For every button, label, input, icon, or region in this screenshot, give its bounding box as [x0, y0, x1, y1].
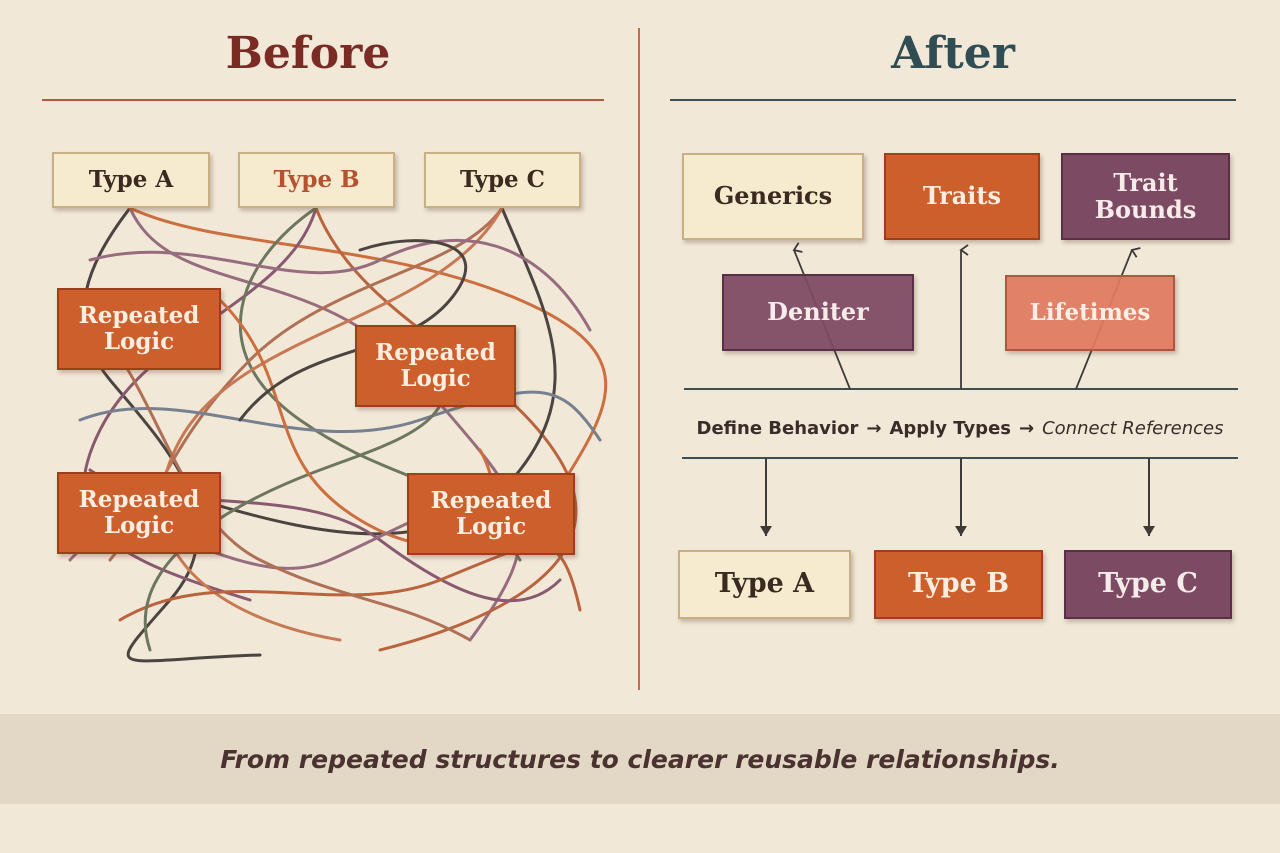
- repeated-logic-line1: Repeated: [430, 487, 552, 515]
- repeated-logic-box: Repeated Logic: [57, 288, 221, 370]
- before-type-b: Type B: [238, 152, 395, 208]
- after-type-c: Type C: [1064, 550, 1232, 619]
- generics-box: Generics: [682, 153, 864, 240]
- flow-step-apply-types: Apply Types: [889, 417, 1011, 439]
- tangle-line: [78, 390, 602, 442]
- before-type-c: Type C: [424, 152, 581, 208]
- repeated-logic-line2: Logic: [400, 365, 471, 392]
- after-type-b: Type B: [874, 550, 1043, 619]
- trait-bounds-box: Trait Bounds: [1061, 153, 1230, 240]
- repeated-logic-line2: Logic: [103, 328, 175, 355]
- repeated-logic-line2: Logic: [103, 512, 175, 539]
- flow-step-define-behavior: Define Behavior: [696, 417, 859, 439]
- traits-box: Traits: [884, 153, 1040, 240]
- tangle-line: [82, 206, 318, 602]
- repeated-logic-line2: Logic: [455, 513, 527, 540]
- before-type-a: Type A: [52, 152, 210, 208]
- flow-step-connect-references: Connect References: [1042, 417, 1224, 439]
- after-type-a: Type A: [678, 550, 851, 619]
- flow-arrow: →: [866, 417, 882, 439]
- trait-bounds-line1: Trait: [1113, 167, 1178, 197]
- tangle-line: [128, 206, 608, 522]
- tangle-line: [238, 239, 468, 422]
- repeated-logic-box: Repeated Logic: [355, 325, 516, 407]
- trait-bounds-line2: Bounds: [1094, 194, 1197, 224]
- tangle-line: [88, 239, 592, 332]
- tangle-line: [98, 328, 472, 642]
- tangle-line: [314, 206, 578, 652]
- lifetimes-box: Lifetimes: [1005, 275, 1175, 351]
- flow-sequence: Define Behavior → Apply Types → Connect …: [682, 414, 1238, 442]
- repeated-logic-line1: Repeated: [78, 302, 200, 330]
- before-heading: Before: [225, 28, 391, 79]
- tangle-line: [160, 206, 504, 642]
- tangle-line: [198, 206, 557, 536]
- repeated-logic-line1: Repeated: [78, 486, 200, 514]
- repeated-logic-box: Repeated Logic: [57, 472, 221, 554]
- deniter-box: Deniter: [722, 274, 914, 351]
- caption-text: From repeated structures to clearer reus…: [220, 744, 1060, 774]
- flow-arrow: →: [1019, 417, 1035, 439]
- caption-band: [0, 714, 1280, 804]
- repeated-logic-line1: Repeated: [375, 339, 496, 367]
- repeated-logic-box: Repeated Logic: [407, 473, 575, 555]
- panel-divider: [638, 28, 640, 690]
- after-heading: After: [891, 28, 1015, 79]
